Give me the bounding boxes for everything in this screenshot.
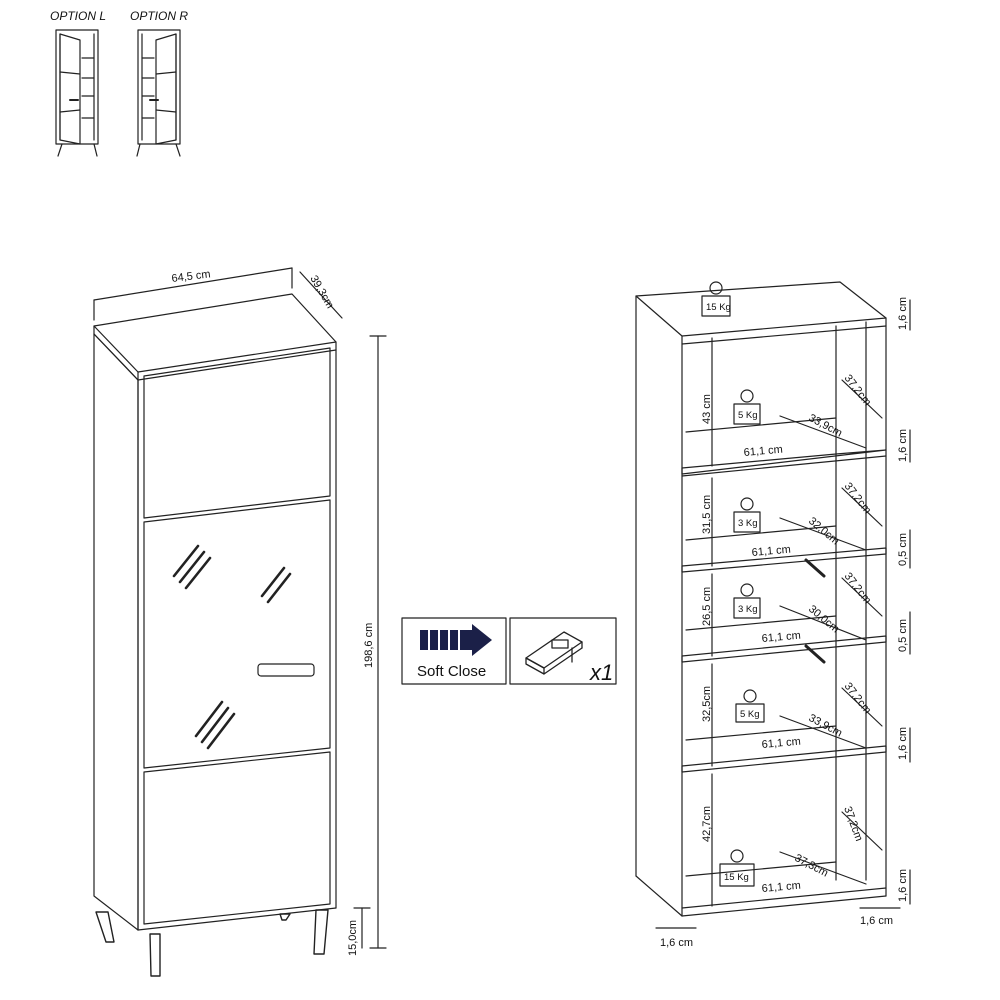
comp-height-5: 42,7cm	[701, 806, 713, 842]
weight-label-top: 15 Kg	[706, 302, 731, 313]
shelf-depth-1: 33,9cm	[807, 412, 844, 440]
thickness-top: 1,6 cm	[897, 297, 909, 330]
comp-height-1: 43 cm	[701, 394, 713, 424]
leg-height-label: 15,0cm	[347, 920, 359, 956]
depth-label: 39,3cm	[307, 274, 335, 311]
option-r-thumbnail	[136, 29, 181, 157]
inner-depth-3: 37,2cm	[842, 570, 874, 606]
shelf-width-4: 61,1 cm	[761, 736, 801, 751]
shelf-width-5: 61,1 cm	[761, 880, 801, 895]
inner-depth-5: 37,2cm	[841, 805, 865, 843]
comp-height-3: 26,5 cm	[701, 587, 713, 626]
shelf-width-2: 61,1 cm	[751, 544, 791, 559]
shelf-depth-4: 33,9cm	[807, 712, 844, 740]
closed-cabinet-drawing	[93, 267, 387, 977]
width-label: 64,5 cm	[171, 268, 211, 285]
thickness-side-left: 1,6 cm	[660, 937, 693, 949]
comp-height-2: 31,5 cm	[701, 495, 713, 534]
option-r-label: OPTION R	[130, 9, 188, 23]
comp-height-4: 32,5cm	[701, 686, 713, 722]
thickness-shelf-4: 1,6 cm	[897, 727, 909, 760]
shelf-width-1: 61,1 cm	[743, 444, 783, 459]
hinge-icon	[525, 631, 583, 675]
option-l-thumbnail	[55, 29, 99, 157]
inner-depth-1: 37,2cm	[842, 372, 874, 408]
weight-label-bottom: 15 Kg	[724, 872, 749, 883]
inner-depth-4: 37,2cm	[842, 680, 874, 716]
hinge-quantity-label: x1	[589, 660, 613, 685]
option-l-label: OPTION L	[50, 9, 106, 23]
open-cabinet-drawing	[635, 281, 911, 929]
thickness-shelf-2: 0,5 cm	[897, 533, 909, 566]
weight-label-shelf-3: 3 Kg	[738, 604, 758, 615]
height-label: 198,6 cm	[363, 623, 375, 668]
weight-label-shelf-1: 5 Kg	[738, 410, 758, 421]
thickness-shelf-1: 1,6 cm	[897, 429, 909, 462]
weight-label-shelf-2: 3 Kg	[738, 518, 758, 529]
thickness-bottom: 1,6 cm	[897, 869, 909, 902]
thickness-shelf-3: 0,5 cm	[897, 619, 909, 652]
soft-close-label: Soft Close	[417, 663, 486, 680]
soft-close-arrow-icon	[420, 624, 492, 656]
shelf-width-3: 61,1 cm	[761, 630, 801, 645]
thickness-side-right: 1,6 cm	[860, 915, 893, 927]
inner-depth-2: 37,2cm	[842, 480, 874, 516]
soft-close-badges	[401, 617, 617, 685]
weight-label-shelf-4: 5 Kg	[740, 709, 760, 720]
